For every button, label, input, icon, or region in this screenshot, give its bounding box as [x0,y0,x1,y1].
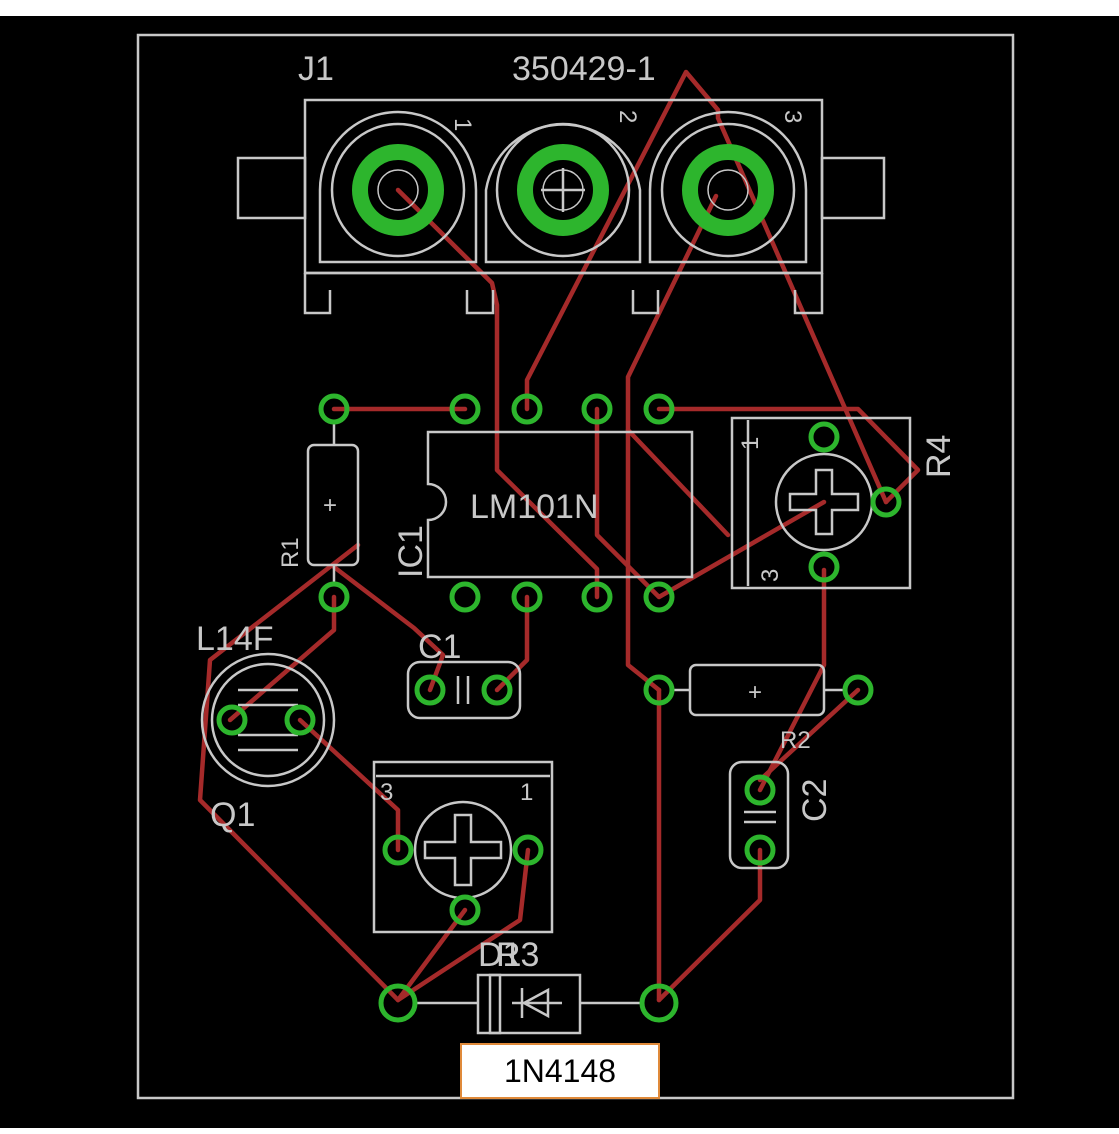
pad-q1-2 [284,704,316,736]
pad-r2-1 [643,674,675,706]
resistor-r2: + R2 [643,663,874,754]
trimmer-r3: 3 1 [372,760,554,934]
ic1-label: IC1 [392,525,430,578]
r3-pin1-label: 1 [520,779,533,806]
pad-ic1-5 [643,393,675,425]
j1-pin2-label: 2 [614,110,641,123]
pad-ic1-4 [643,581,675,613]
r3-label: R3 [496,936,539,974]
r2-label: R2 [780,727,811,754]
trimmer-r4: R4 1 3 [730,416,958,590]
pad-d1-a [378,983,418,1023]
pad-r4-1 [808,421,840,453]
ic1-chip: LM101N IC1 [392,393,694,613]
j1-label: J1 [298,50,334,88]
c1-label: C1 [418,628,461,666]
pad-j1-2 [517,144,609,236]
pad-d1-k [639,983,679,1023]
capacitor-c2: C2 [728,760,834,870]
pad-j1-1 [352,144,444,236]
r2-plus-mark: + [748,679,762,706]
pad-j1-3 [682,144,774,236]
j1-part-label: 350429-1 [512,50,656,88]
r4-pin3-label: 3 [757,569,784,582]
pad-ic1-3 [581,581,613,613]
r1-plus-mark: + [323,492,337,519]
j1-pin1-label: 1 [449,118,476,131]
pad-c2-1 [744,774,776,806]
pad-ic1-1 [449,581,481,613]
pad-ic1-2 [511,581,543,613]
diode-d1: D1 R3 [378,936,679,1035]
r4-label: R4 [920,435,958,478]
diode-part-callout: 1N4148 [460,1043,660,1099]
capacitor-c1: C1 [406,628,522,720]
callout-label: 1N4148 [503,1052,617,1089]
resistor-r1: + R1 [277,393,360,613]
phototransistor-q1: L14F Q1 [196,620,336,834]
r3-pin3-label: 3 [380,779,393,806]
pad-ic1-7 [511,393,543,425]
q1-label: Q1 [210,796,255,834]
pad-r1-2 [318,581,350,613]
r1-label: R1 [277,537,304,568]
pad-ic1-6 [581,393,613,425]
q1-part-label: L14F [196,620,274,658]
pad-c1-1 [414,674,446,706]
pad-r4-2 [870,486,902,518]
pad-ic1-8 [449,393,481,425]
pad-r4-3 [808,551,840,583]
r4-pin1-label: 1 [737,437,764,450]
pad-r3-2 [449,894,481,926]
pad-r2-2 [842,674,874,706]
pad-r3-3 [382,834,414,866]
pad-q1-1 [216,704,248,736]
pcb-background [0,16,1119,1128]
pad-r3-1 [512,834,544,866]
d1-label: D1 [478,936,521,974]
c2-label: C2 [796,779,834,822]
pad-r1-1 [318,393,350,425]
pad-c1-2 [481,674,513,706]
ic1-part-label: LM101N [470,488,599,526]
connector-j1: J1 350429-1 1 2 3 [236,50,886,315]
pad-c2-2 [744,834,776,866]
j1-pin3-label: 3 [779,110,806,123]
